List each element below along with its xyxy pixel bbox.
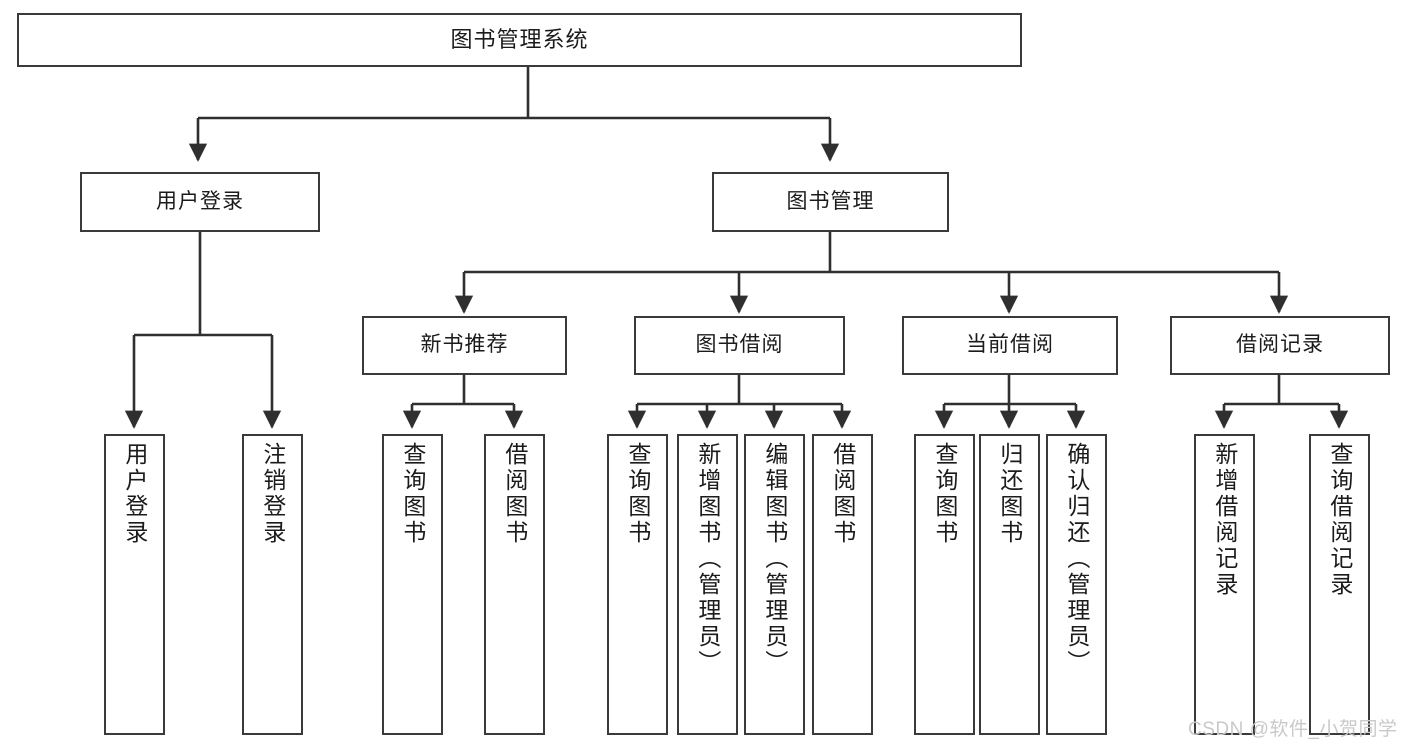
leaf-add-record[interactable]: 新增借阅记录 bbox=[1194, 434, 1255, 735]
node-label: 用户登录 bbox=[156, 189, 244, 213]
node-label: 查询图书 bbox=[931, 442, 958, 546]
csdn-watermark: CSDN @软件_小贺同学 bbox=[1188, 719, 1398, 740]
node-label: 图书借阅 bbox=[695, 333, 784, 357]
node-label: 新增借阅记录 bbox=[1211, 442, 1238, 598]
node-label: 归还图书 bbox=[996, 442, 1023, 546]
node-label: 图书管理 bbox=[786, 189, 875, 213]
node-label: 新增图书（管理员） bbox=[694, 442, 721, 676]
node-label: 新书推荐 bbox=[420, 333, 509, 357]
node-root-system[interactable]: 图书管理系统 bbox=[17, 13, 1022, 67]
leaf-logout[interactable]: 注销登录 bbox=[242, 434, 303, 735]
node-label: 用户登录 bbox=[121, 442, 148, 546]
leaf-borrow-book-1[interactable]: 借阅图书 bbox=[484, 434, 545, 735]
leaf-query-record[interactable]: 查询借阅记录 bbox=[1309, 434, 1370, 735]
node-label: 注销登录 bbox=[259, 442, 286, 546]
node-label: 当前借阅 bbox=[966, 333, 1054, 357]
leaf-edit-book[interactable]: 编辑图书（管理员） bbox=[744, 434, 805, 735]
node-book-management[interactable]: 图书管理 bbox=[712, 172, 949, 232]
node-current-borrow[interactable]: 当前借阅 bbox=[902, 316, 1118, 375]
node-book-borrow[interactable]: 图书借阅 bbox=[634, 316, 845, 375]
node-label: 借阅记录 bbox=[1236, 333, 1324, 357]
leaf-query-book-1[interactable]: 查询图书 bbox=[382, 434, 443, 735]
leaf-user-login[interactable]: 用户登录 bbox=[104, 434, 165, 735]
leaf-add-book[interactable]: 新增图书（管理员） bbox=[677, 434, 738, 735]
node-label: 查询借阅记录 bbox=[1326, 442, 1353, 598]
node-label: 编辑图书（管理员） bbox=[761, 442, 788, 676]
node-label: 查询图书 bbox=[624, 442, 651, 546]
node-new-book-recommend[interactable]: 新书推荐 bbox=[362, 316, 567, 375]
node-label: 确认归还（管理员） bbox=[1063, 442, 1090, 676]
leaf-confirm-return[interactable]: 确认归还（管理员） bbox=[1046, 434, 1107, 735]
node-user-login[interactable]: 用户登录 bbox=[80, 172, 320, 232]
node-label: 借阅图书 bbox=[501, 442, 528, 546]
node-label: 借阅图书 bbox=[829, 442, 856, 546]
node-label: 查询图书 bbox=[399, 442, 426, 546]
leaf-query-book-2[interactable]: 查询图书 bbox=[607, 434, 668, 735]
node-borrow-record[interactable]: 借阅记录 bbox=[1170, 316, 1390, 375]
leaf-query-book-3[interactable]: 查询图书 bbox=[914, 434, 975, 735]
leaf-return-book[interactable]: 归还图书 bbox=[979, 434, 1040, 735]
leaf-borrow-book-2[interactable]: 借阅图书 bbox=[812, 434, 873, 735]
node-label: 图书管理系统 bbox=[450, 27, 589, 53]
